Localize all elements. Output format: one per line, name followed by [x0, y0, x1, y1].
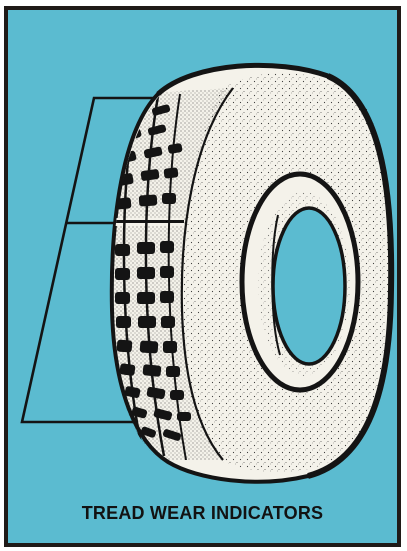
- hub-hole: [273, 208, 345, 364]
- tire: [112, 65, 391, 481]
- tire-illustration: [8, 10, 397, 543]
- illustration-panel: TREAD WEAR INDICATORS: [4, 6, 401, 547]
- caption: TREAD WEAR INDICATORS: [8, 503, 397, 524]
